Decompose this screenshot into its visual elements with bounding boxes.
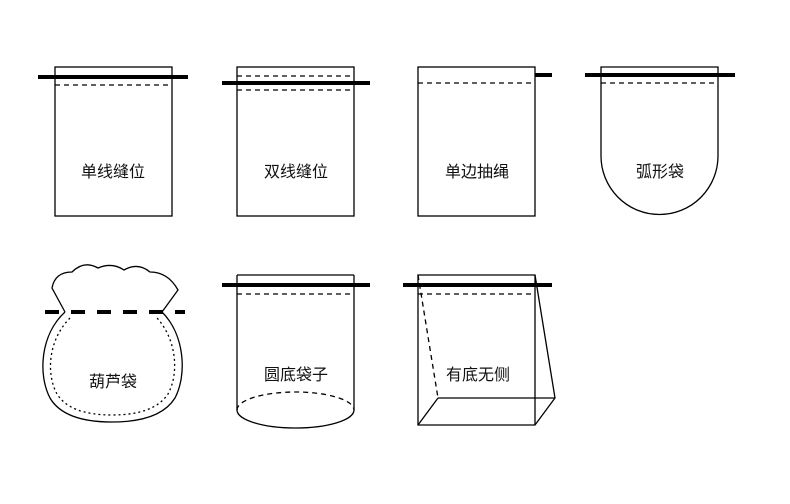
bag-double-seam: 双线缝位 — [222, 66, 370, 217]
bag-round-bottom: 圆底袋子 — [222, 274, 370, 429]
bag-label: 圆底袋子 — [264, 365, 328, 384]
bottom-back-arc — [236, 391, 355, 411]
bag-label: 单线缝位 — [81, 162, 145, 181]
bag-outline — [417, 274, 556, 426]
bag-label: 双线缝位 — [264, 162, 328, 181]
gourd-seam — [49, 317, 176, 416]
bag-gourd: 葫芦袋 — [42, 264, 185, 423]
bag-outline — [236, 66, 355, 217]
bag-bottom-no-side: 有底无侧 — [403, 274, 556, 426]
bag-label: 葫芦袋 — [89, 372, 137, 391]
bag-outline — [54, 66, 173, 217]
bag-outline — [600, 66, 719, 216]
bottom-left-edge — [417, 397, 439, 426]
bag-single-side-drawstring: 单边抽绳 — [417, 66, 552, 217]
bottom-front-arc — [236, 409, 355, 429]
bag-arc: 弧形袋 — [585, 66, 735, 216]
bag-label: 有底无侧 — [446, 365, 510, 384]
bag-single-seam: 单线缝位 — [38, 66, 188, 217]
hidden-side-edge — [417, 274, 439, 399]
bag-label: 弧形袋 — [636, 162, 684, 181]
bag-label: 单边抽绳 — [445, 162, 509, 181]
gourd-top-ruffle — [51, 264, 179, 313]
bag-outline — [417, 66, 536, 217]
gourd-body — [42, 311, 183, 423]
